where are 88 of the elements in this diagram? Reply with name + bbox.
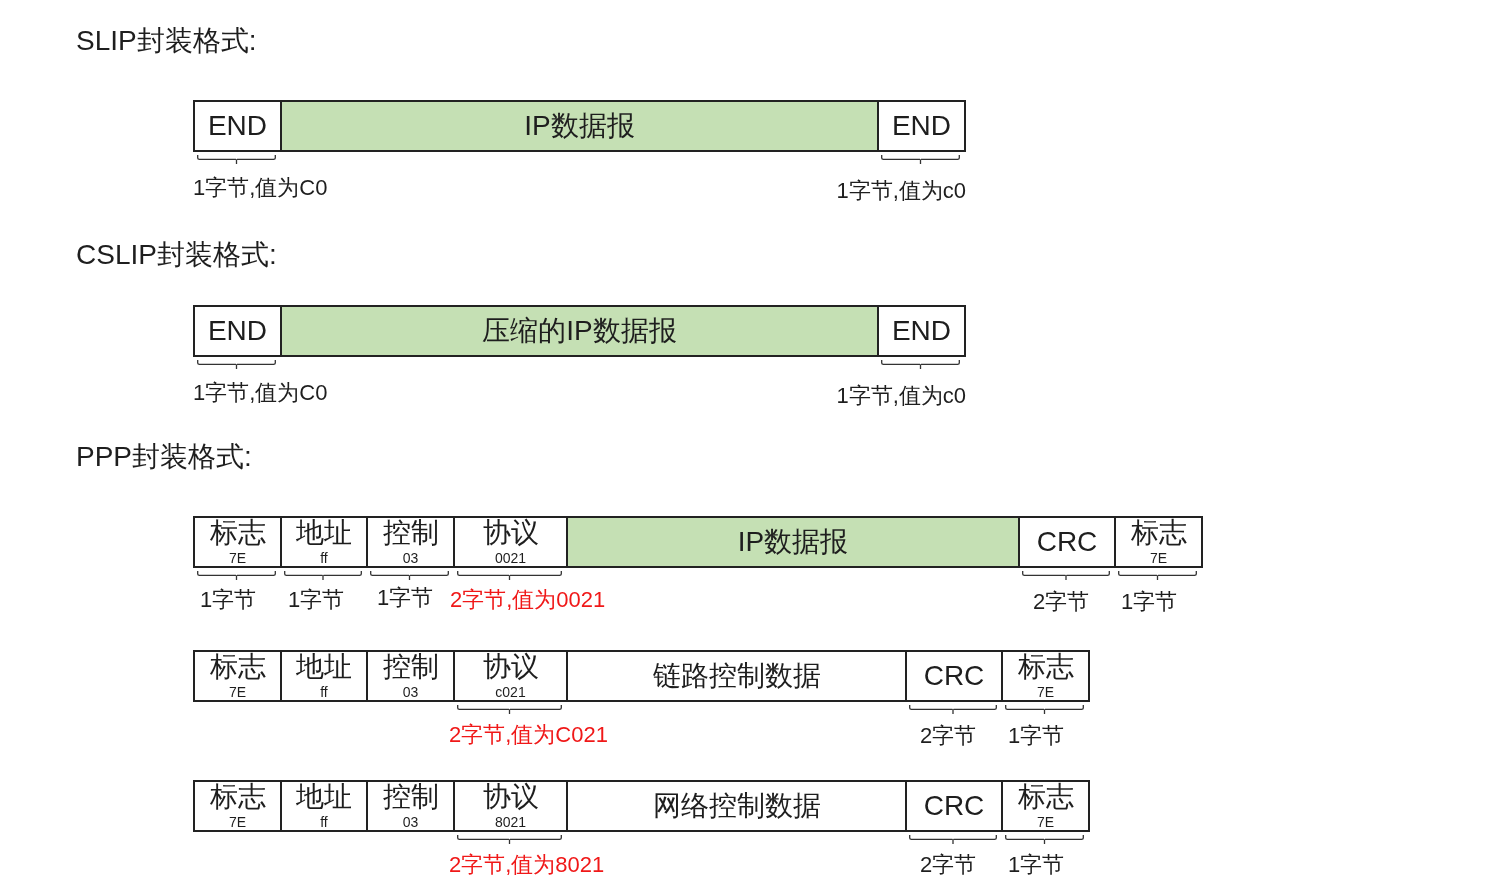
size-label: 1字节	[1008, 852, 1065, 878]
field-value: c021	[495, 685, 526, 699]
field-value: 7E	[228, 815, 247, 829]
size-label: 1字节,值为c0	[836, 178, 966, 204]
field-box	[366, 650, 455, 702]
field-name: 协议	[482, 518, 539, 548]
field-name: 压缩的IP数据报	[482, 316, 677, 346]
field-box	[877, 100, 966, 152]
field-box	[280, 305, 879, 357]
field-box	[877, 305, 966, 357]
field-name: END	[891, 316, 952, 346]
size-label: 2字节,值为C021	[449, 722, 608, 748]
size-label: 2字节,值为8021	[449, 852, 605, 878]
field-name: 标志	[209, 518, 266, 548]
size-label: 1字节	[1008, 723, 1065, 749]
field-box	[280, 516, 368, 568]
field-box	[905, 650, 1003, 702]
field-name: 协议	[482, 782, 539, 812]
field-value: 7E	[1149, 551, 1168, 565]
field-box	[366, 516, 455, 568]
field-name: CRC	[923, 661, 985, 691]
field-box	[1018, 516, 1116, 568]
field-name: 协议	[482, 652, 539, 682]
field-box	[1001, 650, 1090, 702]
field-name: 网络控制数据	[652, 791, 821, 821]
field-value: ff	[320, 685, 328, 699]
size-label: 1字节	[1121, 589, 1178, 615]
field-box	[193, 516, 282, 568]
field-box	[280, 780, 368, 832]
field-value: 7E	[228, 685, 247, 699]
field-name: 控制	[382, 518, 439, 548]
field-name: IP数据报	[524, 111, 635, 141]
field-box	[566, 516, 1020, 568]
field-box	[1114, 516, 1203, 568]
size-label: 1字节	[377, 585, 434, 611]
size-label: 2字节,值为0021	[450, 587, 606, 613]
field-box	[453, 516, 568, 568]
size-label: 1字节,值为c0	[836, 383, 966, 409]
field-value: 03	[402, 815, 419, 829]
size-label: 1字节,值为C0	[193, 175, 328, 201]
field-name: 控制	[382, 782, 439, 812]
field-box	[193, 780, 282, 832]
field-box	[905, 780, 1003, 832]
field-box	[280, 650, 368, 702]
size-label: 2字节	[1033, 589, 1090, 615]
size-label: 1字节	[288, 587, 345, 613]
size-label: 1字节	[200, 587, 257, 613]
field-value: ff	[320, 815, 328, 829]
field-name: IP数据报	[737, 527, 849, 557]
field-name: 地址	[296, 782, 352, 812]
field-box	[453, 650, 568, 702]
field-value: 0021	[494, 551, 527, 565]
field-box	[366, 780, 455, 832]
field-name: 标志	[1130, 518, 1187, 548]
size-label: 2字节	[920, 723, 977, 749]
field-value: 8021	[494, 815, 527, 829]
field-value: 7E	[228, 551, 247, 565]
field-name: CRC	[923, 791, 985, 821]
field-box	[193, 650, 282, 702]
size-label: 1字节,值为C0	[193, 380, 328, 406]
field-name: CRC	[1036, 527, 1098, 557]
size-label: 2字节	[920, 852, 977, 878]
field-name: END	[207, 316, 268, 346]
field-box	[1001, 780, 1090, 832]
field-name: END	[207, 111, 268, 141]
field-name: 地址	[296, 518, 352, 548]
field-name: 标志	[209, 652, 266, 682]
field-box	[193, 305, 282, 357]
section-heading: PPP封装格式:	[76, 440, 252, 474]
field-name: 标志	[209, 782, 266, 812]
field-box	[566, 650, 907, 702]
field-name: 标志	[1017, 782, 1074, 812]
field-box	[280, 100, 879, 152]
field-value: 03	[402, 685, 419, 699]
field-box	[453, 780, 568, 832]
field-name: 地址	[296, 652, 352, 682]
field-name: 控制	[382, 652, 439, 682]
section-heading: SLIP封装格式:	[76, 24, 257, 58]
field-name: 标志	[1017, 652, 1074, 682]
section-heading: CSLIP封装格式:	[76, 238, 277, 272]
field-box	[193, 100, 282, 152]
field-box	[566, 780, 907, 832]
field-value: ff	[320, 551, 328, 565]
field-name: END	[891, 111, 952, 141]
field-value: 7E	[1036, 815, 1055, 829]
field-value: 7E	[1036, 685, 1055, 699]
field-name: 链路控制数据	[652, 661, 821, 691]
field-value: 03	[402, 551, 419, 565]
